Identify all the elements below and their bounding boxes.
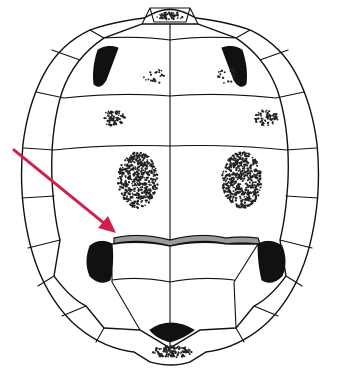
marginal-left-5 — [22, 196, 54, 198]
axillary-mark-right — [222, 46, 247, 86]
marginal-right-9 — [236, 328, 244, 342]
marginal-left-9 — [96, 328, 104, 342]
posterior-stipple — [152, 345, 193, 358]
marginal-left-6 — [28, 240, 60, 248]
inguinal-mark-left — [87, 241, 113, 282]
marginal-right-4 — [286, 148, 316, 150]
marginal-left-1 — [90, 30, 104, 38]
marginal-left-7 — [38, 276, 54, 286]
anal-scute-left — [112, 244, 140, 330]
marginal-right-8 — [254, 306, 278, 316]
axillary-mark-left — [94, 46, 119, 86]
scute-mark-mid-left — [103, 110, 126, 126]
anterior-stipple — [156, 11, 183, 20]
marginal-left-4 — [24, 148, 54, 150]
large-stipple-left — [117, 152, 159, 209]
inguinal-mark-right — [258, 241, 285, 282]
marginal-right-6 — [280, 240, 312, 248]
marginal-left-3 — [36, 92, 64, 98]
marginal-left-8 — [62, 306, 86, 316]
marginal-right-7 — [286, 276, 302, 286]
marginal-right-3 — [276, 92, 304, 98]
scute-mark-mid-right — [254, 110, 279, 127]
femoral-seam — [112, 278, 234, 282]
scute-mark-upper-left — [143, 69, 165, 84]
marginal-right-5 — [286, 196, 318, 198]
marginal-right-1 — [236, 30, 250, 38]
pointer-arrow — [14, 150, 116, 233]
stipple-patches — [103, 11, 278, 358]
large-stipple-right — [221, 151, 262, 209]
